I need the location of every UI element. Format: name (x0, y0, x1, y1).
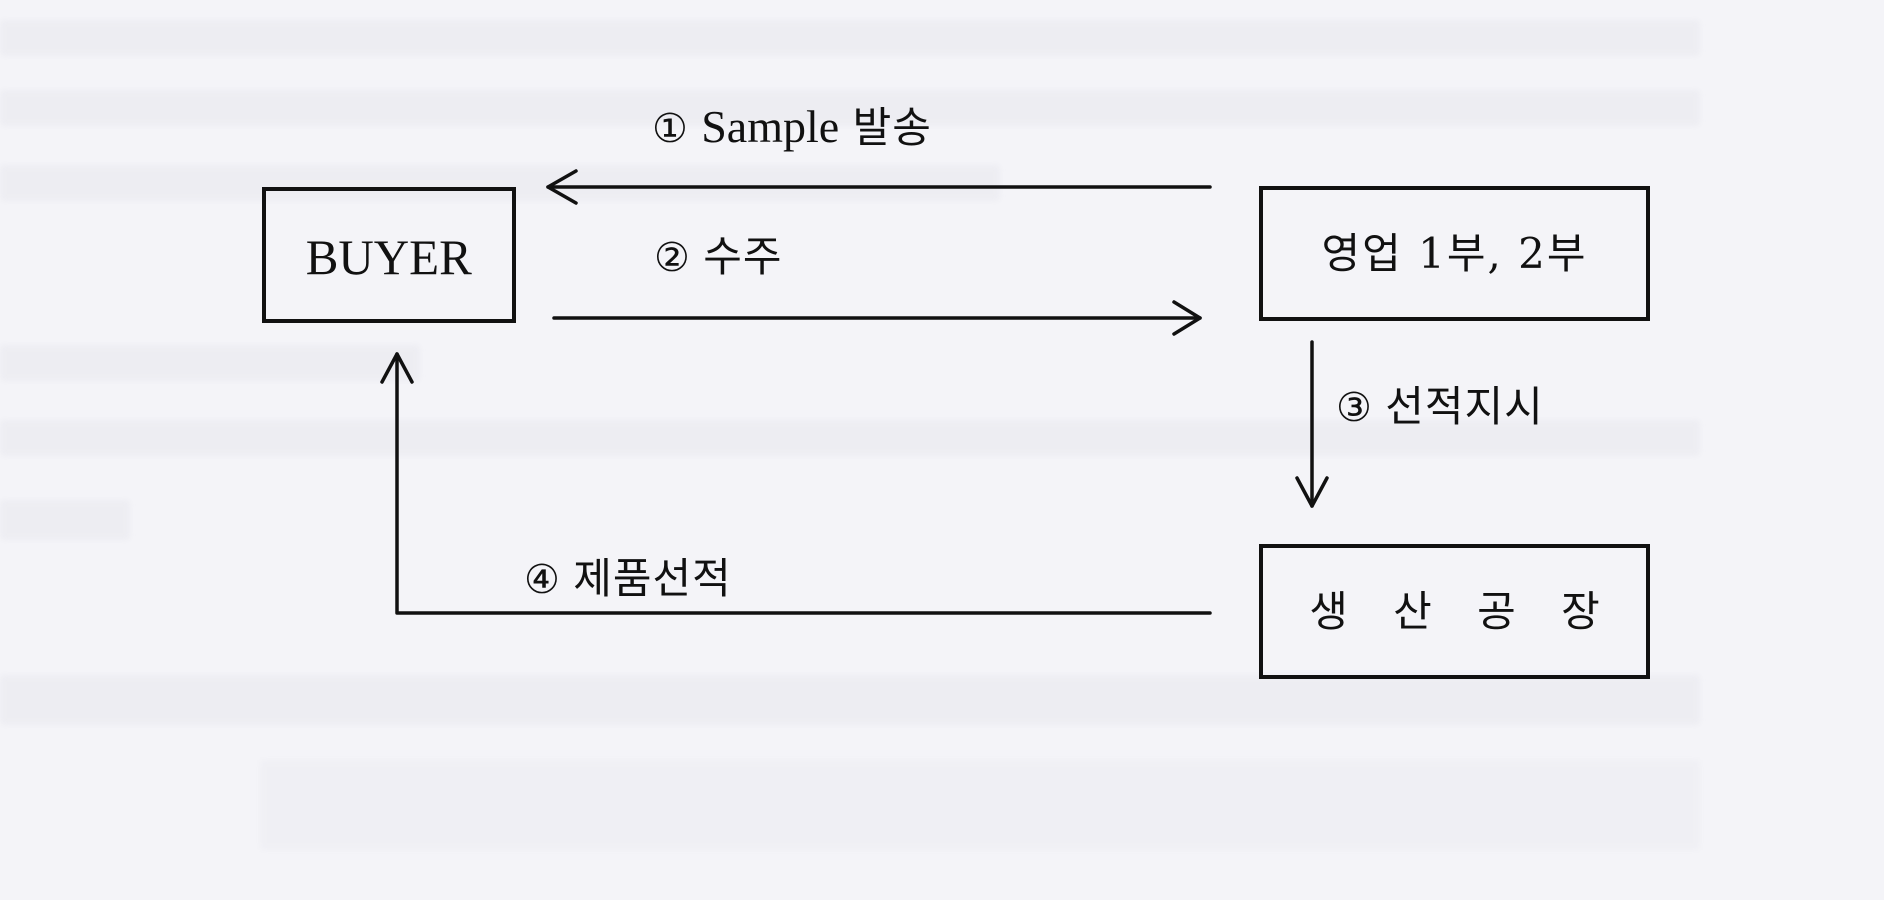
step-number: ① (652, 106, 688, 152)
edge-label-sample-shipment: ① Sample 발송 (652, 104, 932, 150)
factory-node: 생 산 공 장 (1259, 544, 1650, 679)
edge-label-order-received: ② 수주 (654, 235, 783, 281)
sales-department-label: 영업 1부, 2부 (1321, 228, 1588, 278)
sales-department-node: 영업 1부, 2부 (1259, 186, 1650, 321)
factory-label: 생 산 공 장 (1309, 586, 1616, 636)
buyer-node: BUYER (262, 187, 516, 323)
arrow-elbow-product-shipment-icon (380, 352, 1212, 615)
step-number: ② (654, 235, 690, 281)
step-number: ④ (524, 557, 560, 603)
edge-label-shipping-instruction: ③ 선적지시 (1336, 385, 1544, 431)
step-number: ③ (1336, 385, 1372, 431)
edge-label-text: 제품선적 (573, 554, 732, 603)
edge-label-text: 선적지시 (1385, 382, 1544, 431)
edge-label-product-shipment: ④ 제품선적 (524, 557, 732, 603)
edge-label-text-en: Sample (701, 101, 840, 152)
edge-label-text-ko: 발송 (852, 103, 932, 152)
buyer-label: BUYER (305, 229, 473, 285)
edge-label-text: 수주 (703, 232, 783, 281)
arrow-right-order-icon (552, 300, 1202, 336)
